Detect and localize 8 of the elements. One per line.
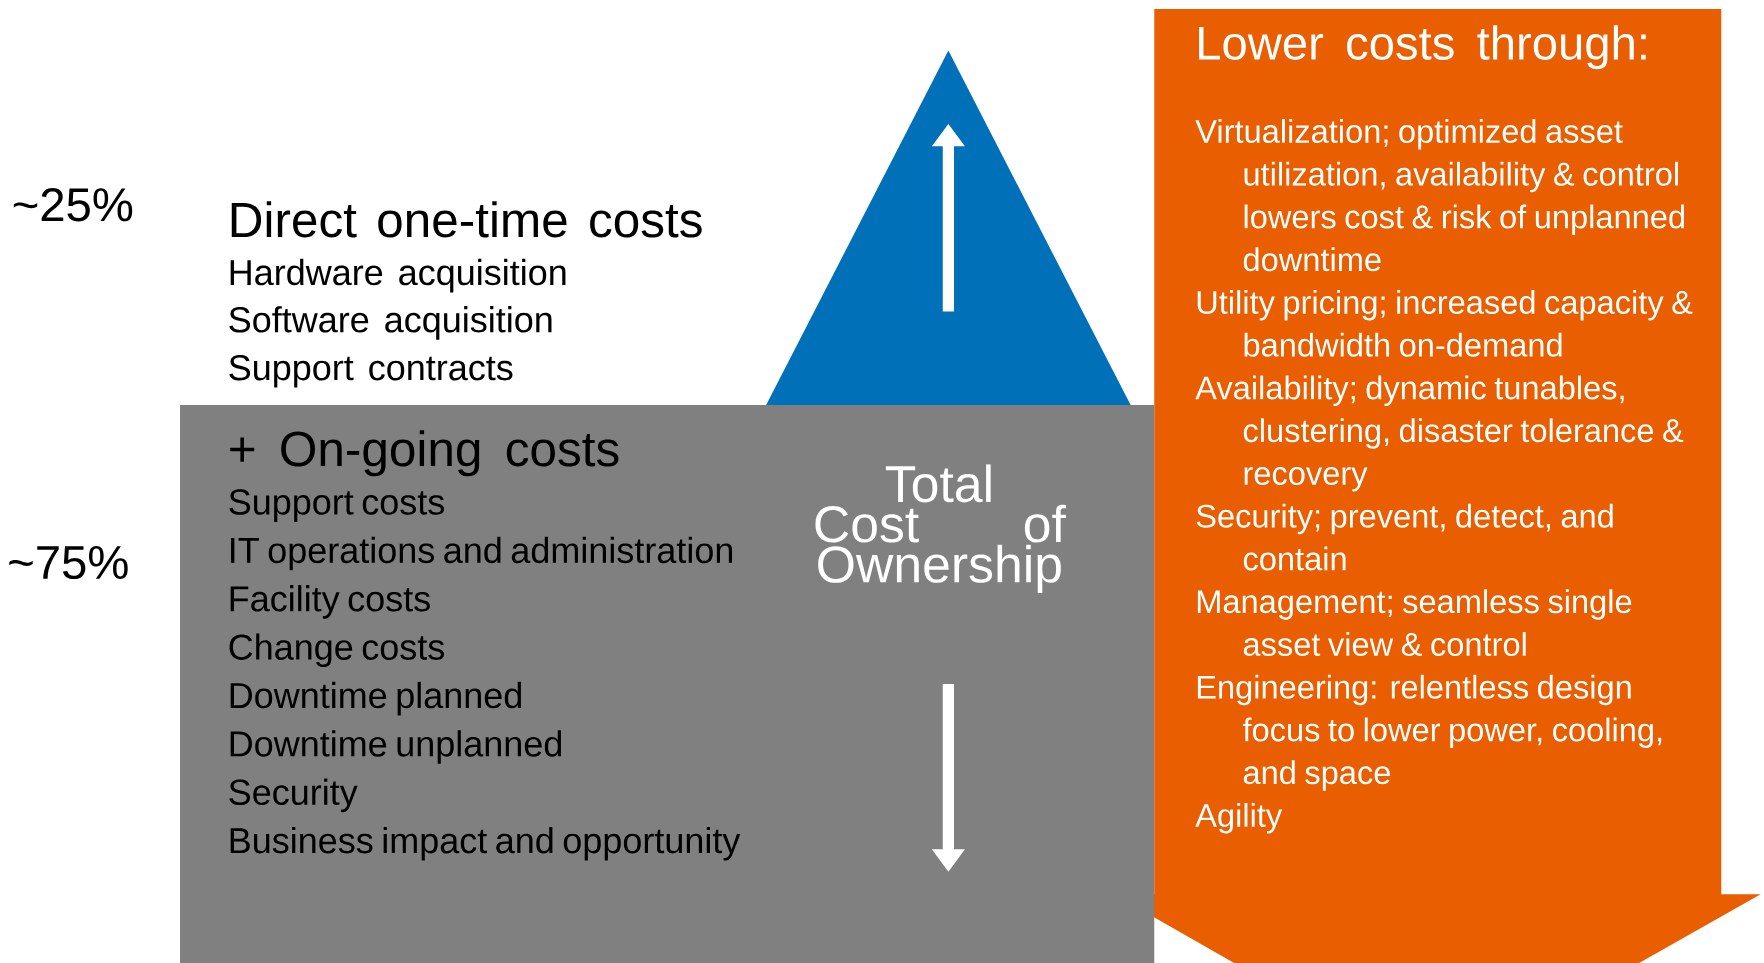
cost-item: Hardware acquisition [230,258,566,293]
percentage-label: ~75% [9,545,128,580]
percentage-label: ~25% [13,188,133,222]
pyramid-triangle [766,50,1131,405]
cost-item: Software acquisition [229,306,552,340]
down-arrow-box: Lower costs through: Virtualization; optimized asset utilization, availability & control lowers cost & risk of unplanned downtime Utility pricing; increased capacity & bandwidth on-demand Availability; dynamic tunables, clustering, disaster tolerance & recovery Security; prevent, detect, and contain Management; seamless single asset view & control Engineering: relentless design focus to lower power, cooling, and space Agility [1113,9,1761,963]
section-heading: Direct one-time costs [231,201,702,238]
pyramid-title: Total Cost of Ownership [815,464,1066,594]
